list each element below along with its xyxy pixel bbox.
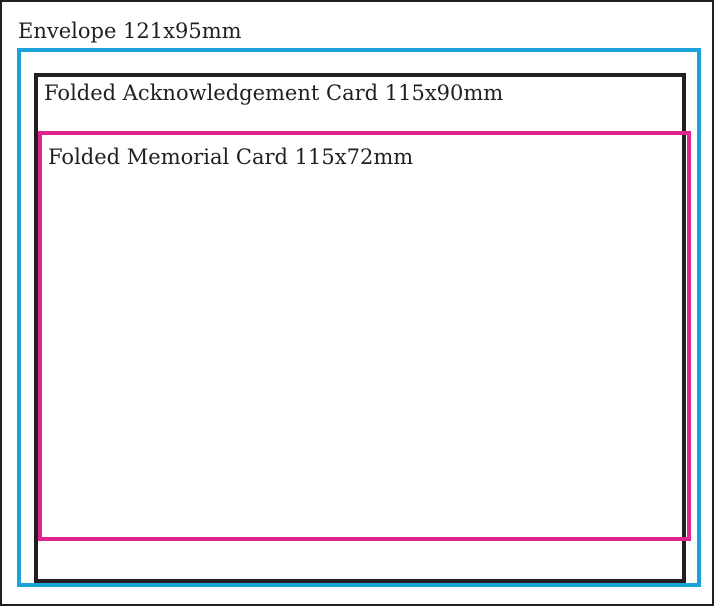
memorial-card-label: Folded Memorial Card 115x72mm bbox=[48, 145, 414, 169]
acknowledgement-card-label: Folded Acknowledgement Card 115x90mm bbox=[44, 81, 504, 105]
acknowledgement-card-outline bbox=[34, 73, 686, 583]
envelope-outline bbox=[17, 48, 701, 587]
memorial-card-outline bbox=[38, 131, 691, 541]
envelope-label: Envelope 121x95mm bbox=[18, 19, 242, 43]
